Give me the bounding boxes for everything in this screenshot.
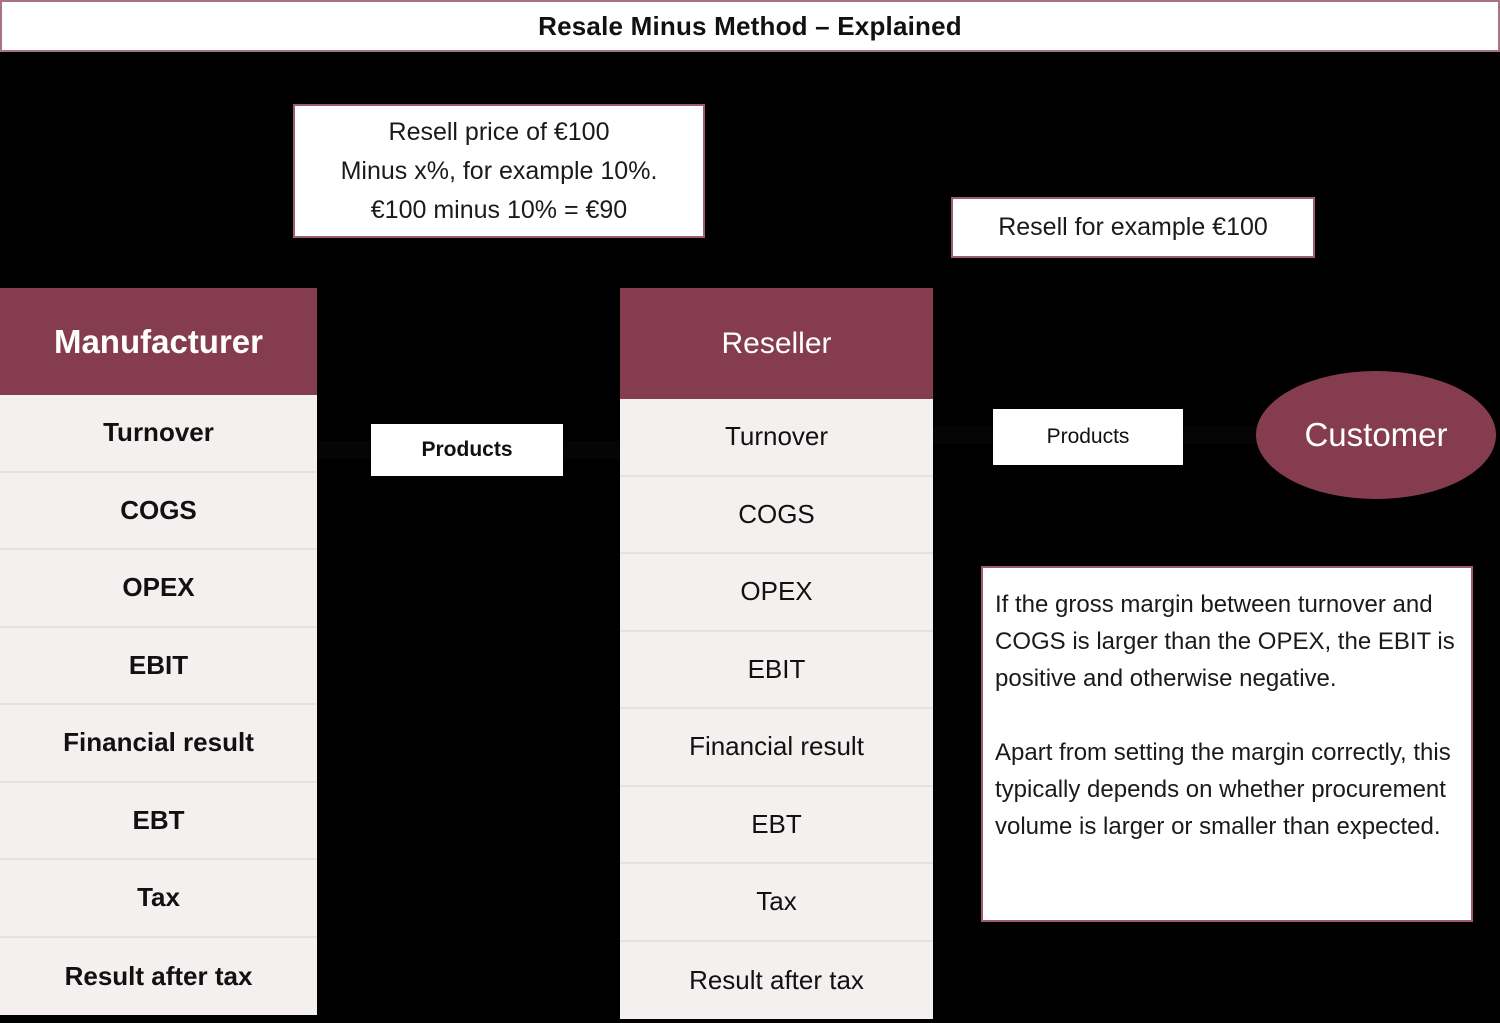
row-label: EBT bbox=[751, 808, 802, 839]
page-title: Resale Minus Method – Explained bbox=[538, 10, 962, 41]
flow-label-products-manufacturer-to-reseller: Products bbox=[371, 424, 563, 476]
row-label: Turnover bbox=[724, 421, 829, 452]
column-manufacturer-header-label: Manufacturer bbox=[53, 322, 264, 360]
row-label: COGS bbox=[120, 494, 197, 525]
row-label: Result after tax bbox=[689, 964, 864, 995]
table-row: Financial result bbox=[0, 705, 317, 783]
callout-explanation-spacer bbox=[995, 697, 1455, 734]
row-label: Tax bbox=[137, 882, 180, 913]
table-row: EBIT bbox=[0, 627, 317, 705]
callout-resell-for-customer: Resell for example €100 bbox=[951, 197, 1315, 258]
row-label: Result after tax bbox=[64, 960, 253, 991]
callout-explanation-paragraph-1: If the gross margin between turnover and… bbox=[995, 591, 1455, 692]
table-row: Tax bbox=[620, 864, 933, 942]
row-label: OPEX bbox=[122, 572, 195, 603]
column-reseller-rows: Turnover COGS OPEX EBIT Financial result… bbox=[620, 399, 933, 1019]
column-reseller: Reseller Turnover COGS OPEX EBIT Financi… bbox=[620, 288, 933, 1023]
callout-resell-price-line-1: Resell price of €100 bbox=[388, 117, 610, 146]
table-row: EBT bbox=[620, 786, 933, 864]
callout-resell-price-line-2: Minus x%, for example 10%. bbox=[340, 156, 658, 185]
flow-label-text: Products bbox=[1046, 425, 1130, 448]
row-label: Tax bbox=[756, 886, 797, 917]
node-customer: Customer bbox=[1256, 371, 1496, 499]
table-row: Tax bbox=[0, 860, 317, 938]
flow-label-text: Products bbox=[421, 438, 513, 461]
table-row: Turnover bbox=[0, 395, 317, 473]
table-row: Financial result bbox=[620, 709, 933, 787]
table-row: COGS bbox=[0, 472, 317, 550]
callout-explanation-paragraph-2: Apart from setting the margin correctly,… bbox=[995, 739, 1451, 840]
table-row: OPEX bbox=[620, 554, 933, 632]
column-manufacturer-header: Manufacturer bbox=[0, 288, 317, 395]
column-reseller-header: Reseller bbox=[620, 288, 933, 399]
row-label: OPEX bbox=[740, 576, 813, 607]
column-reseller-header-label: Reseller bbox=[721, 326, 832, 360]
table-row: Turnover bbox=[620, 399, 933, 477]
callout-resell-price-line-3: €100 minus 10% = €90 bbox=[370, 195, 628, 224]
callout-resell-price: Resell price of €100 Minus x%, for examp… bbox=[293, 104, 705, 238]
row-label: Financial result bbox=[63, 727, 254, 758]
page-title-bar: Resale Minus Method – Explained bbox=[0, 0, 1500, 52]
column-manufacturer-rows: Turnover COGS OPEX EBIT Financial result… bbox=[0, 395, 317, 1015]
table-row: Result after tax bbox=[0, 937, 317, 1015]
table-row: COGS bbox=[620, 476, 933, 554]
row-label: COGS bbox=[738, 498, 815, 529]
row-label: EBIT bbox=[128, 649, 189, 680]
table-row: Result after tax bbox=[620, 941, 933, 1019]
table-row: OPEX bbox=[0, 550, 317, 628]
column-manufacturer: Manufacturer Turnover COGS OPEX EBIT Fin… bbox=[0, 288, 317, 1023]
node-customer-label: Customer bbox=[1304, 416, 1448, 453]
flow-label-products-reseller-to-customer: Products bbox=[993, 409, 1183, 465]
callout-resell-for-customer-text: Resell for example €100 bbox=[998, 213, 1268, 241]
table-row: EBT bbox=[0, 782, 317, 860]
row-label: EBT bbox=[132, 804, 185, 835]
row-label: Financial result bbox=[689, 731, 864, 762]
table-row: EBIT bbox=[620, 631, 933, 709]
row-label: Turnover bbox=[103, 417, 214, 448]
row-label: EBIT bbox=[747, 653, 806, 684]
callout-explanation: If the gross margin between turnover and… bbox=[981, 566, 1473, 922]
